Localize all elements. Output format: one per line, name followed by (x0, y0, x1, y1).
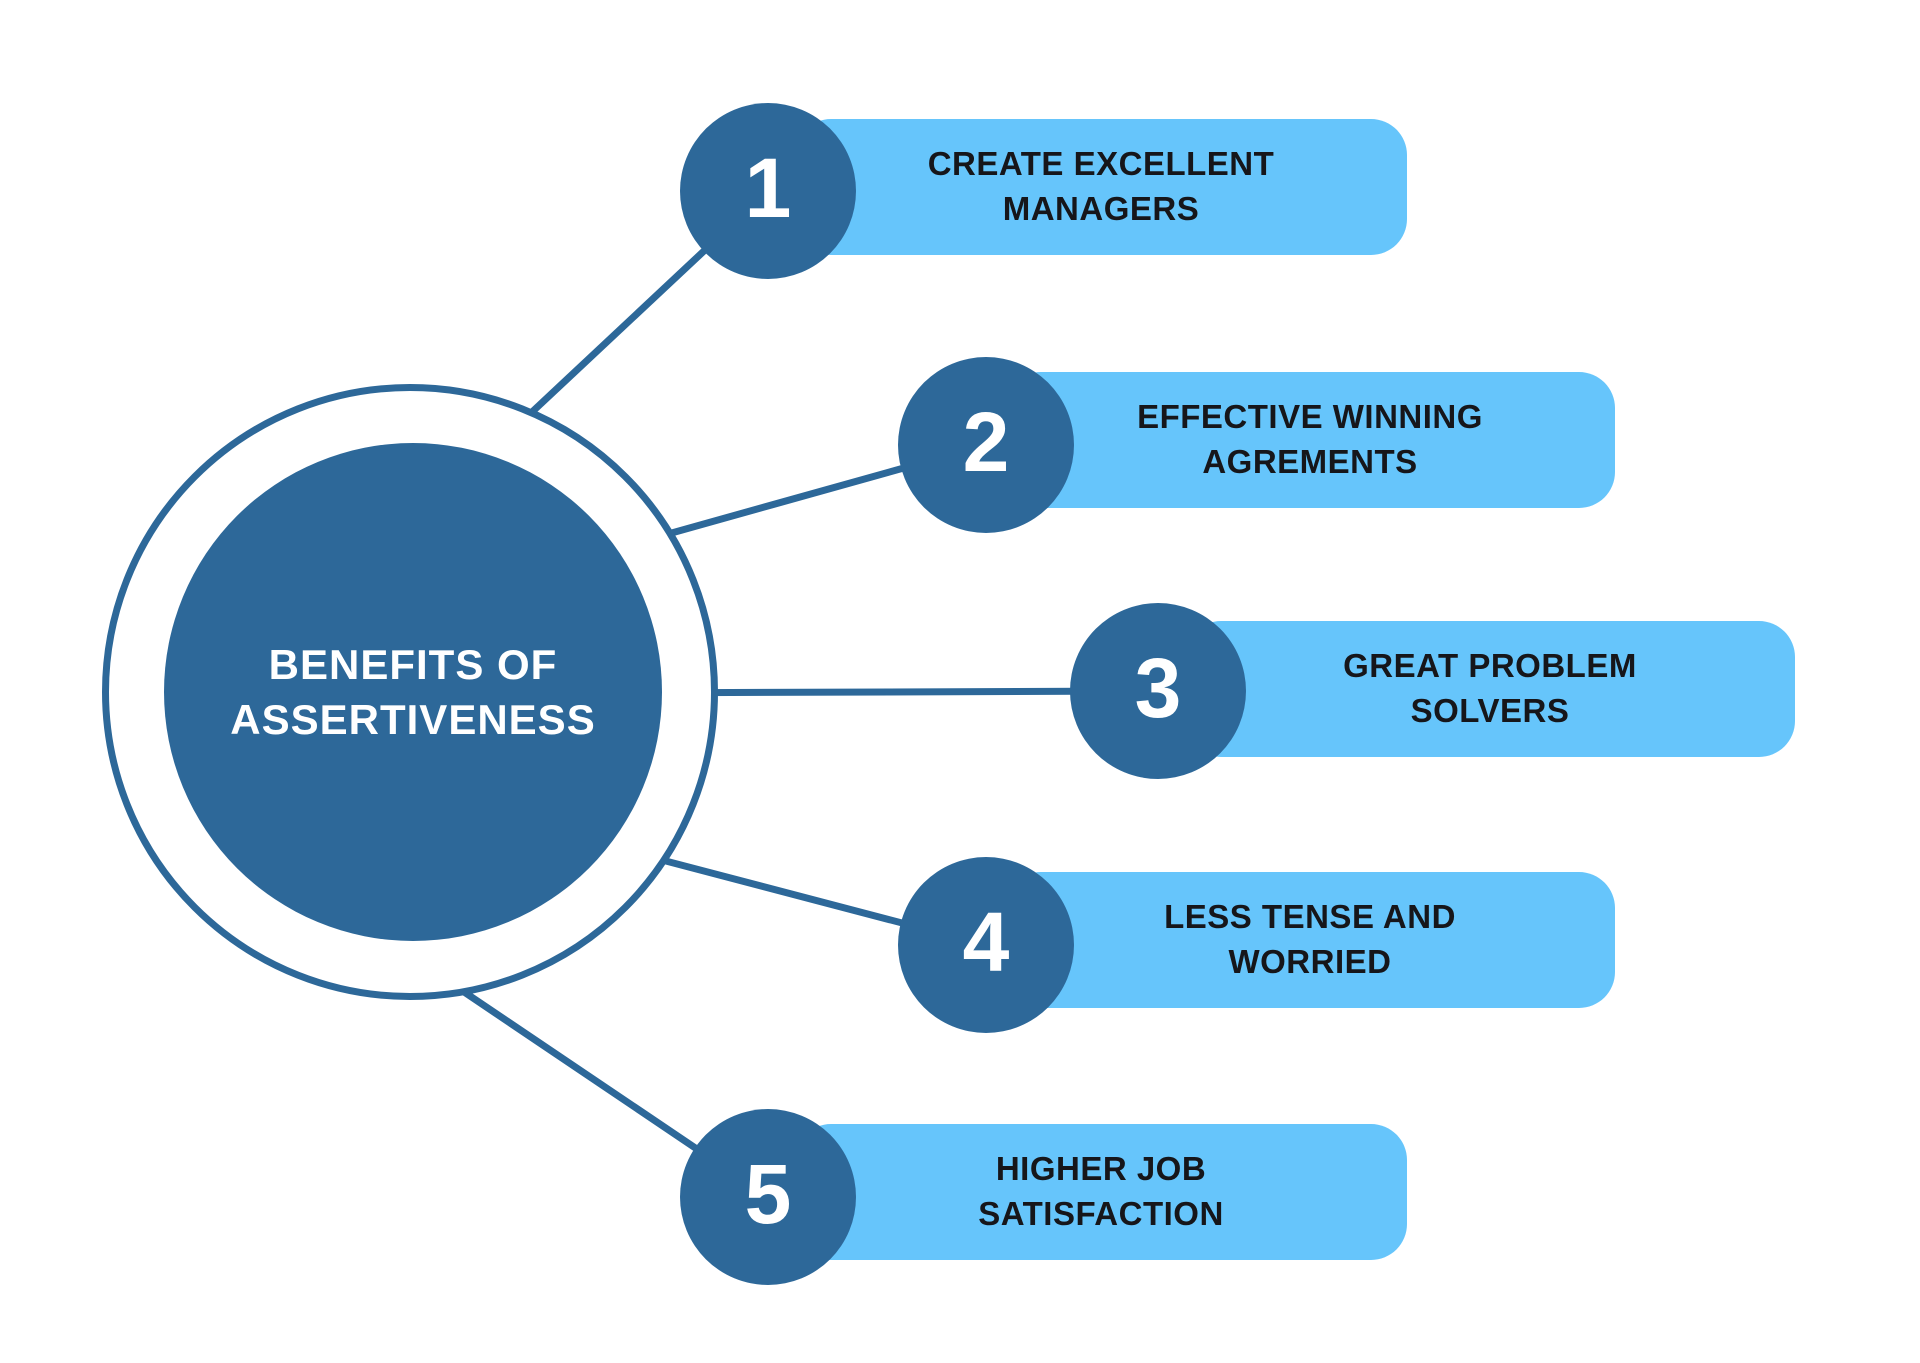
item-1-number-circle: 1 (680, 103, 856, 279)
item-3-bar: GREAT PROBLEM SOLVERS (1185, 621, 1795, 757)
item-4-label: LESS TENSE AND WORRIED (1164, 898, 1456, 980)
item-4-number-circle: 4 (898, 857, 1074, 1033)
item-2-label: EFFECTIVE WINNING AGREMENTS (1137, 398, 1483, 480)
item-3-number-circle: 3 (1070, 603, 1246, 779)
item-5-bar: HIGHER JOB SATISFACTION (795, 1124, 1407, 1260)
center-circle: BENEFITS OF ASSERTIVENESS (164, 443, 662, 941)
item-2-number-circle: 2 (898, 357, 1074, 533)
item-5-number: 5 (744, 1147, 792, 1241)
item-5-number-circle: 5 (680, 1109, 856, 1285)
item-4-number: 4 (962, 895, 1010, 989)
item-5-label: HIGHER JOB SATISFACTION (978, 1150, 1224, 1232)
item-3-label: GREAT PROBLEM SOLVERS (1343, 647, 1637, 729)
item-3-number: 3 (1134, 641, 1182, 735)
item-2-number: 2 (962, 395, 1010, 489)
item-1-bar: CREATE EXCELLENT MANAGERS (795, 119, 1407, 255)
item-4-bar: LESS TENSE AND WORRIED (1005, 872, 1615, 1008)
center-title: BENEFITS OF ASSERTIVENESS (230, 640, 596, 743)
item-1-label: CREATE EXCELLENT MANAGERS (927, 145, 1275, 227)
item-2-bar: EFFECTIVE WINNING AGREMENTS (1005, 372, 1615, 508)
item-1-number: 1 (744, 141, 792, 235)
